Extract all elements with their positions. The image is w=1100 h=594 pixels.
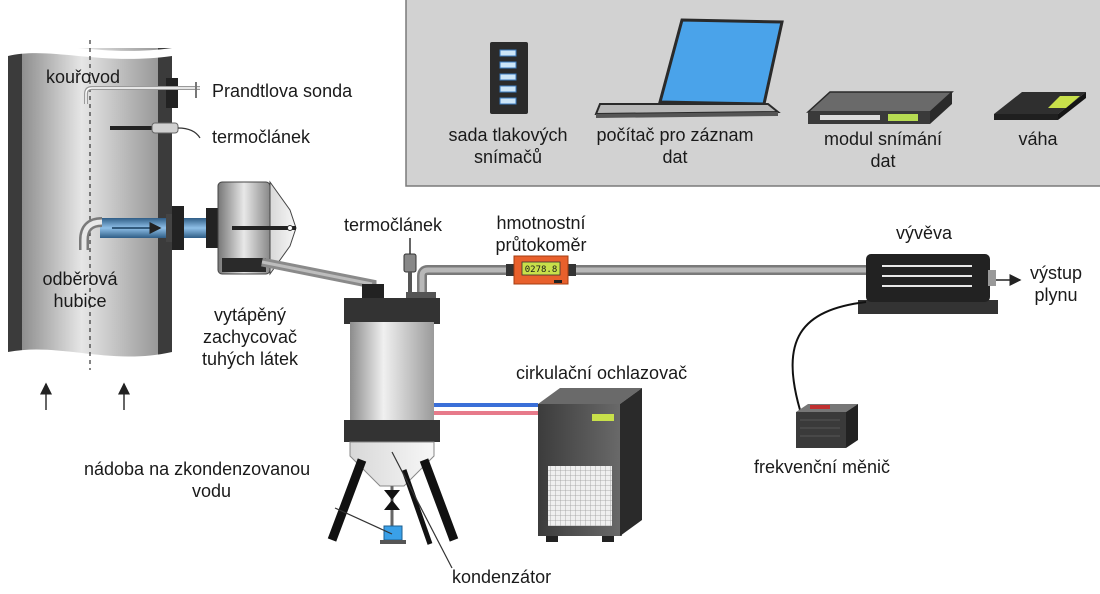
frequency-inverter (796, 404, 858, 448)
label-water-vessel: nádoba na zkondenzovanou vodu (84, 459, 311, 501)
laptop-icon (594, 18, 784, 118)
label-inverter: frekvenční měnič (754, 457, 891, 477)
leader-line (391, 451, 453, 569)
pitot-tube (84, 82, 200, 104)
label-chiller: cirkulační ochlazovač (516, 363, 688, 383)
heated-filter (206, 180, 297, 276)
label-condenser: kondenzátor (452, 567, 552, 587)
label-line-thermocouple: termočlánek (344, 215, 443, 235)
label-stack-thermocouple: termočlánek (212, 127, 311, 147)
stack-thermocouple (110, 122, 201, 139)
label-pitot: Prandtlova sonda (212, 81, 353, 101)
water-vessel (380, 525, 406, 544)
legend-label-scale: váha (1018, 129, 1058, 149)
mass-flowmeter: 0278.8 (506, 255, 576, 285)
flowmeter-readout: 0278.8 (525, 265, 558, 275)
label-pump: vývěva (896, 223, 953, 243)
line-thermocouple (403, 238, 417, 294)
label-stack: kouřovod (46, 67, 121, 87)
pressure-transducer-icon (490, 42, 528, 114)
drain-valve (384, 486, 400, 528)
daq-module-icon (806, 91, 954, 124)
vacuum-pump (858, 254, 1022, 314)
recirculating-chiller (538, 388, 642, 542)
leader-line (334, 507, 393, 535)
condenser (327, 284, 459, 545)
scale-icon (994, 92, 1086, 120)
gas-line (417, 265, 870, 296)
pump-cable (791, 301, 867, 411)
sampling-probe (79, 206, 220, 250)
